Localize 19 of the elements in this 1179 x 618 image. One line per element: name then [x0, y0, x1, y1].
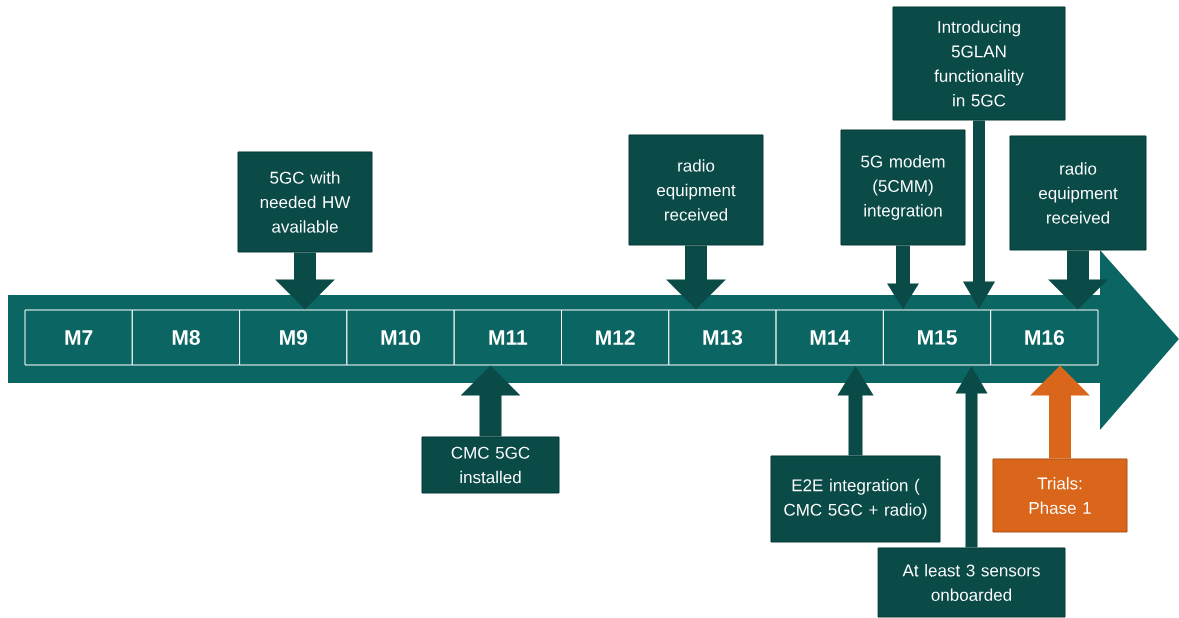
month-cell: M14 [775, 309, 884, 366]
month-cell: M7 [24, 309, 133, 366]
milestone-box: radio equipment received [628, 134, 764, 246]
month-cell: M12 [561, 309, 670, 366]
milestone-box: CMC 5GC installed [421, 436, 560, 494]
milestone-box: At least 3 sensors onboarded [877, 547, 1066, 618]
milestone-box: radio equipment received [1009, 135, 1147, 251]
milestone-box: 5GC with needed HW available [237, 151, 373, 253]
milestone-box: Trials: Phase 1 [992, 458, 1128, 533]
milestone-box: E2E integration ( CMC 5GC + radio) [770, 455, 941, 543]
month-cell: M8 [131, 309, 241, 366]
month-cell: M9 [239, 309, 348, 366]
month-cell: M10 [346, 309, 455, 366]
month-cell: M13 [668, 309, 777, 366]
month-cell: M16 [990, 309, 1099, 366]
milestone-box: 5G modem (5CMM) integration [840, 129, 966, 246]
month-cell: M11 [453, 309, 562, 366]
milestone-box: Introducing 5GLAN functionality in 5GC [892, 6, 1066, 121]
month-cell: M15 [882, 309, 992, 366]
